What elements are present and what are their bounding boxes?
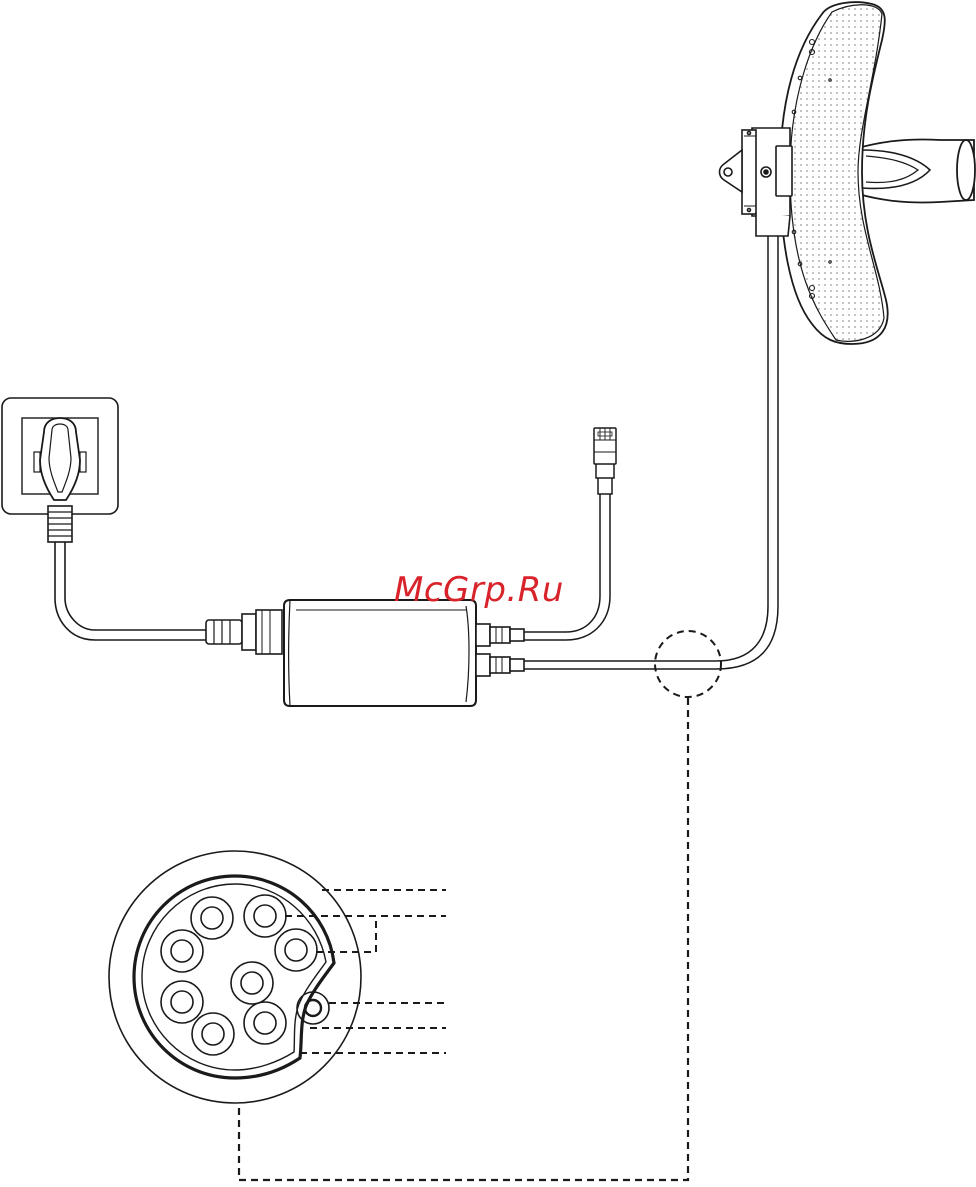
antenna-radio-housing: [720, 128, 793, 236]
conductor: [244, 895, 286, 937]
injector-body: [284, 600, 476, 706]
cable-shield: [134, 876, 334, 1078]
watermark-text: McGrp.Ru: [394, 570, 564, 610]
wall-socket: [2, 398, 118, 542]
conductor: [231, 962, 273, 1004]
lan-port: [476, 624, 524, 646]
zoom-leader-line: [239, 698, 688, 1180]
conductor: [244, 1002, 286, 1044]
cable-cross-section: [109, 851, 361, 1103]
outdoor-antenna: [720, 0, 976, 350]
zoom-marker-circle: [655, 631, 721, 697]
conductor: [192, 1013, 234, 1055]
conductor-pairs: [161, 895, 317, 1055]
callout-leaders: [285, 890, 446, 1053]
lan-cable: [524, 492, 610, 640]
poe-port: [476, 654, 524, 676]
conductor: [275, 929, 317, 971]
dc-plug: [206, 610, 282, 654]
poe-injector: [284, 600, 524, 706]
conductor: [191, 897, 233, 939]
drain-wire: [297, 992, 329, 1024]
plug-body-icon: [40, 418, 80, 500]
conductor: [161, 930, 203, 972]
power-cable: [55, 542, 210, 640]
rj45-plug: [594, 428, 616, 494]
conductor: [161, 981, 203, 1023]
